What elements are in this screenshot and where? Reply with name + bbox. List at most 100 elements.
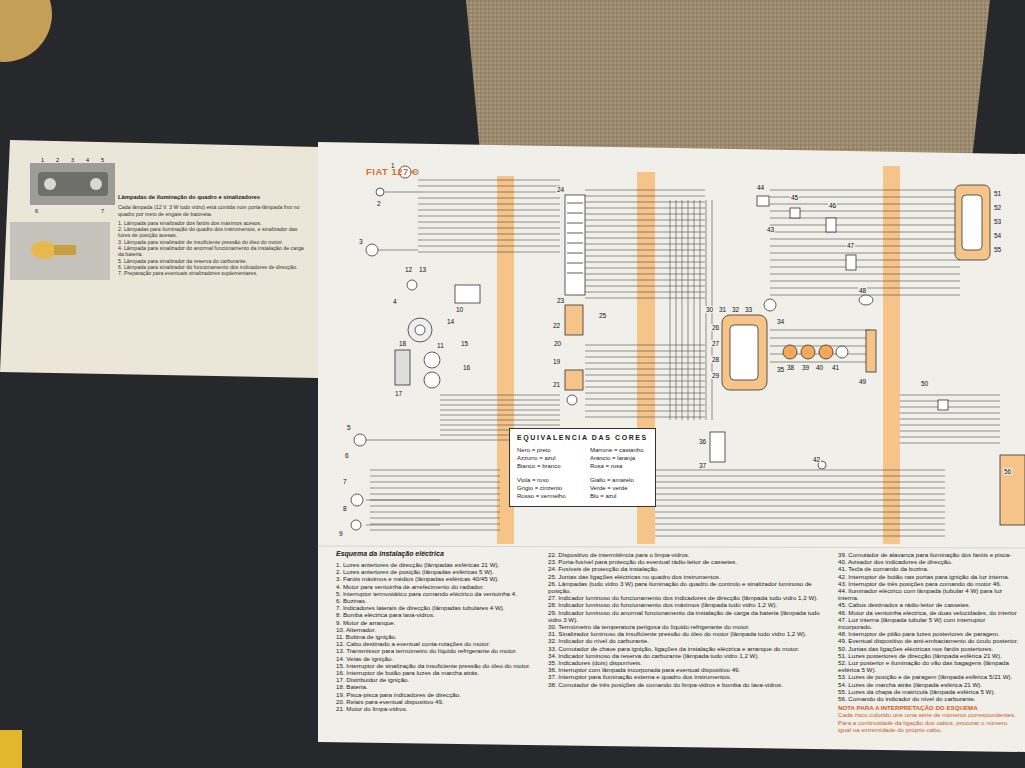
component-symbol [764,299,776,311]
callout-number: 3 [70,157,75,163]
orange-band [497,166,900,544]
color-table-box: EQUIVALENCIA DAS CORESNero = pretoMarron… [509,428,656,507]
color-equivalence: Rosso = vermelho [517,493,570,500]
component-symbol [408,318,432,342]
callout-number: 14 [446,318,455,325]
key-item: 12. Cabo destinado a eventual conta-rota… [336,640,544,647]
component-symbol [790,208,800,218]
key-item: 55. Luzes da chapa de matrícula (lâmpada… [838,688,1019,695]
instruction-text: 2. Lâmpadas para iluminação do quadro do… [118,226,310,239]
key-item: 30. Termómetro da temperatura perigosa d… [548,623,833,630]
key-item: 9. Motor de arranque. [336,619,544,626]
component-symbol [455,285,480,303]
wire-bundle [770,330,870,362]
component-symbol [955,185,990,260]
key-item: 13. Transmissor para termómetro do líqui… [336,647,544,654]
left-page [0,140,320,378]
color-equivalence: Verde = verde [590,485,648,492]
callout-number: 56 [1003,468,1012,475]
key-item: 38. Comutador de três posições de comand… [548,681,833,688]
key-item: 48. Interruptor de pitão para luzes post… [838,630,1019,637]
callout-number: 28 [711,356,720,363]
callout-number: 40 [815,364,824,371]
component-symbol [866,330,876,372]
callout-number: 38 [786,364,795,371]
section-heading: Lâmpadas de iluminação do quadro e sinal… [118,194,310,200]
callout-number: 6 [344,452,350,459]
callout-number: 49 [858,378,867,385]
callout-number: 17 [394,390,403,397]
left-page [38,172,108,196]
component-symbol [826,218,836,232]
key-item: 10. Alternador. [336,626,544,633]
key-item: 11. Bobina de ignição. [336,633,544,640]
callout-number: 20 [553,340,562,347]
key-item: 19. Pisca-pisca para indicadores de dire… [336,691,544,698]
note-text: NOTA PARA A INTERPRETAÇÃO DO ESQUEMA [838,704,1019,711]
color-equivalence: Rosa = rosa [590,463,648,470]
component-symbol [366,244,378,256]
key-item: 2. Luzes anteriores de posição (lâmpadas… [336,568,544,575]
callout-number: 37 [698,462,707,469]
key-item: 17. Distribuidor de ignição. [336,676,544,683]
wire-bundle [366,172,440,525]
component-symbol [351,166,1025,530]
key-item: 15. Interruptor de sinalização da insufi… [336,662,544,669]
component-symbol [395,350,410,385]
callout-number: 36 [698,438,707,445]
callout-number: 6 [34,208,39,214]
component-symbol [351,520,361,530]
component-symbol [962,195,982,250]
callout-number: 5 [100,157,105,163]
yellow-object [0,730,22,768]
callout-number: 44 [756,184,765,191]
callout-number: 25 [598,312,607,319]
wire-bundle [418,180,560,252]
callout-number: 9 [338,530,344,537]
key-item: 16. Interruptor de botão para luzes da m… [336,669,544,676]
callout-number: 51 [993,190,1002,197]
instruction-text: 1. Lâmpada para sinalizador dos faróis d… [118,220,310,226]
callout-number: 47 [846,242,855,249]
component-symbol [710,432,725,462]
key-item: 42. Interruptor de botão nas portas para… [838,573,1019,580]
note-text: Cada risco colorido une uma série de núm… [838,711,1019,733]
callout-number: 39 [801,364,810,371]
callout-number: 12 [404,266,413,273]
callout-number: 21 [552,381,561,388]
component-symbol [730,325,758,380]
component-symbol [376,188,384,196]
callout-number: 15 [460,340,469,347]
component-symbol [722,315,767,390]
callout-number: 7 [100,208,105,214]
wire-bundle [770,190,960,295]
key-item: 51. Luzes posteriores de direcção (lâmpa… [838,652,1019,659]
wire-bundle [585,190,705,298]
callout-number: 1 [390,162,396,169]
component-symbol [424,352,440,368]
wooden-coaster [0,0,52,62]
color-equivalence: Arancio = laranja [590,455,648,462]
component-symbol [836,346,848,358]
color-equivalence: Marrone = castanho [590,447,648,454]
callout-number: 54 [993,232,1002,239]
burlap-cloth [466,0,990,160]
key-item: 20. Relais para eventual dispositivo 49. [336,698,544,705]
component-symbol [846,255,856,270]
key-item: 41. Tecla de comando da buzina. [838,565,1019,572]
left-page [54,245,76,255]
component-symbol [819,345,833,359]
callout-number: 30 [705,306,714,313]
color-equivalence: Blu = azul [590,493,648,500]
callout-number: 53 [993,218,1002,225]
instruction-text: 4. Lâmpada para sinalizador do anormal f… [118,245,310,258]
component-symbol [424,372,440,388]
component-symbol [757,196,769,206]
key-item: 53. Luzes de posição e de paragem (lâmpa… [838,673,1019,680]
instruction-text: 5. Lâmpada para sinalizador da reserva d… [118,258,310,264]
callout-number: 24 [556,186,565,193]
key-item: 6. Buzinas. [336,597,544,604]
component-symbol [415,325,425,335]
color-equivalence: Bianco = branco [517,463,570,470]
callout-number: 23 [556,297,565,304]
